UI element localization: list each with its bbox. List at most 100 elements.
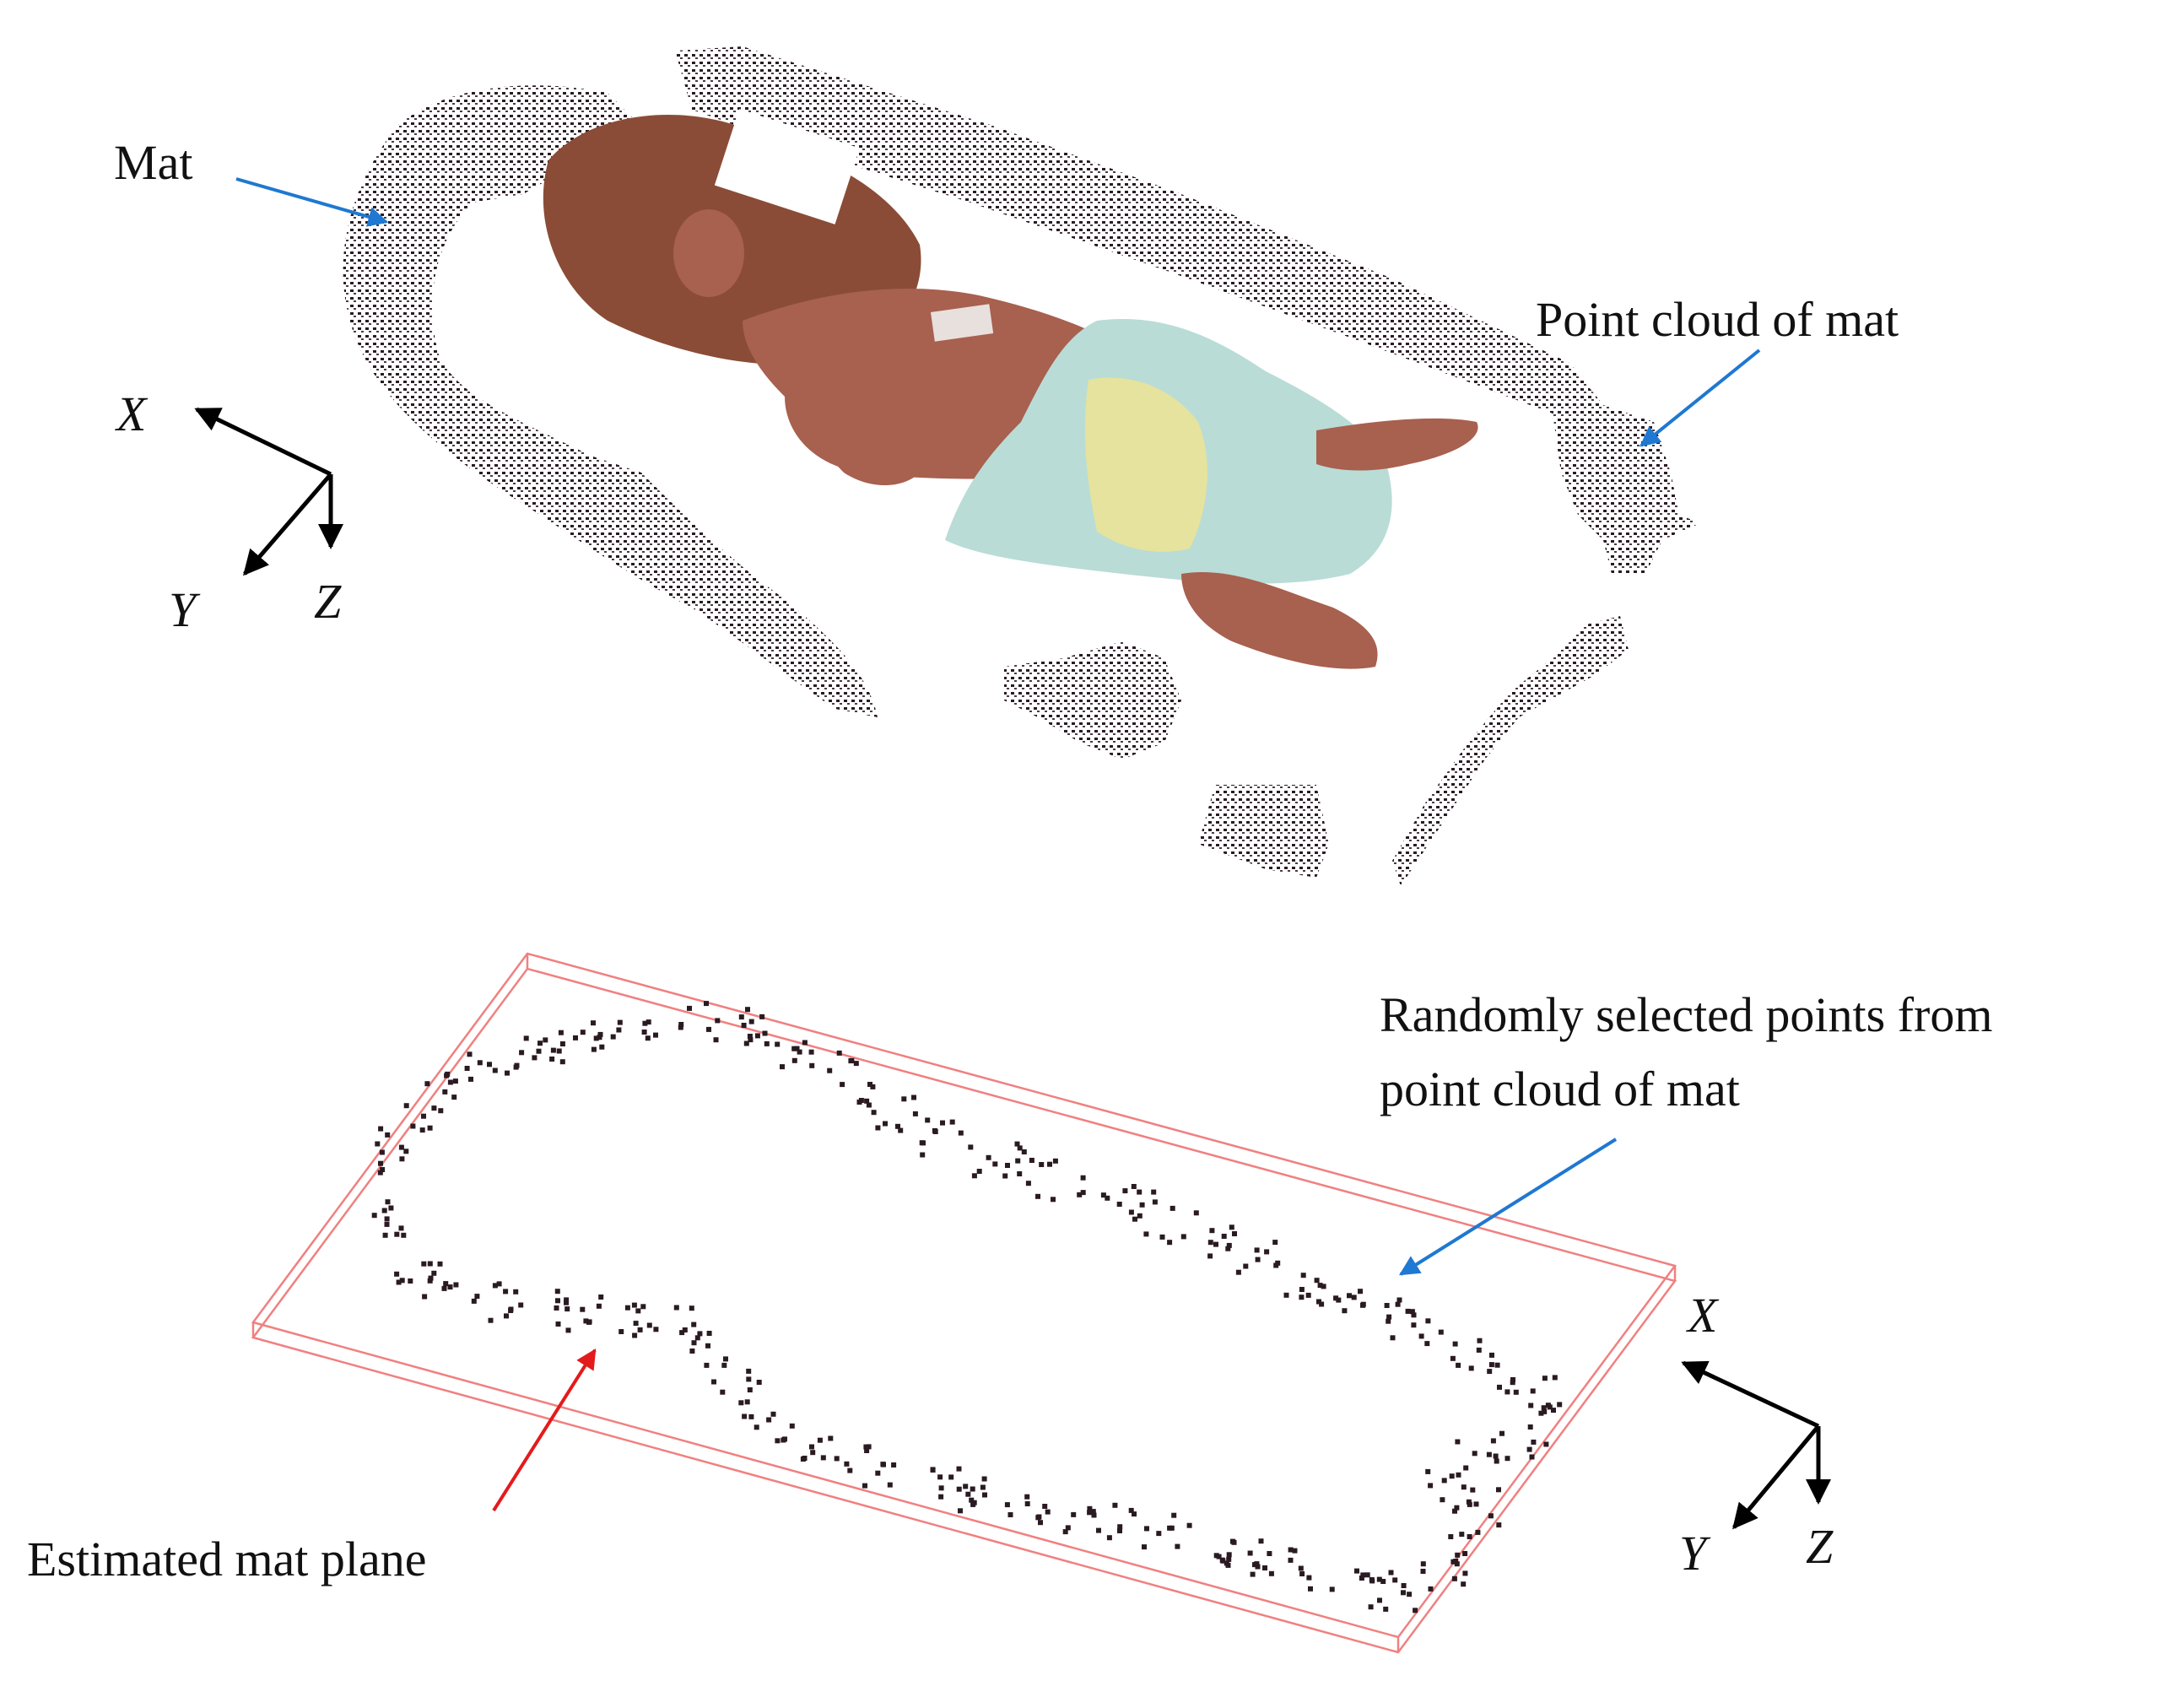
sampled-point [1530, 1388, 1536, 1394]
estimated-plane-label: Estimated mat plane [27, 1532, 427, 1586]
sampled-point [780, 1064, 785, 1070]
sampled-point [637, 1327, 643, 1332]
sampled-point [554, 1305, 559, 1311]
sampled-point [437, 1261, 443, 1267]
sampled-point [1017, 1171, 1023, 1176]
sampled-point [1077, 1192, 1083, 1197]
sampled-point [1025, 1181, 1031, 1186]
sampled-point [398, 1144, 404, 1150]
sampled-point [632, 1332, 638, 1338]
infant-leg-lower [1181, 572, 1378, 669]
sampled-point [956, 1466, 962, 1472]
sampled-point [887, 1482, 893, 1488]
sampled-point [447, 1079, 453, 1085]
sampled-point [1538, 1410, 1544, 1416]
sampled-point [1557, 1402, 1563, 1408]
sampled-point [1450, 1559, 1456, 1565]
sampled-point [715, 1018, 721, 1024]
sampled-point [770, 1411, 776, 1417]
sampled-point [597, 1031, 603, 1037]
mat-cloud-bottom-patch [1198, 785, 1329, 878]
sampled-point [492, 1068, 498, 1073]
sampled-point [467, 1051, 473, 1057]
sampled-point [1002, 1173, 1008, 1179]
sampled-point [741, 1023, 747, 1028]
sampled-point [641, 1030, 647, 1035]
sampled-point [1376, 1576, 1382, 1582]
sampled-point [1488, 1513, 1494, 1519]
sampled-point [1090, 1509, 1096, 1515]
sampled-point [565, 1306, 570, 1312]
sampled-point [399, 1278, 405, 1284]
sampled-point [1159, 1234, 1165, 1240]
sampled-point [791, 1057, 797, 1063]
random-points-label-line2: point cloud of mat [1380, 1062, 1740, 1116]
sampled-point [1116, 1202, 1122, 1207]
sampled-point [1137, 1213, 1143, 1219]
sampled-point [598, 1295, 604, 1300]
sampled-point [1466, 1499, 1472, 1505]
sampled-point [746, 1368, 752, 1374]
sampled-point [549, 1057, 555, 1062]
sampled-point [1021, 1149, 1027, 1154]
sampled-point [809, 1444, 814, 1450]
sampled-point [633, 1321, 639, 1327]
sampled-point [1420, 1569, 1426, 1574]
sampled-point [1450, 1355, 1456, 1361]
sampled-point [691, 1322, 697, 1327]
sampled-point [596, 1303, 602, 1309]
sampled-point [802, 1040, 808, 1046]
sampled-point [901, 1096, 907, 1102]
sampled-point [403, 1149, 409, 1154]
sampled-point [1475, 1529, 1481, 1535]
sampled-point [1456, 1472, 1461, 1478]
sampled-point [1496, 1487, 1501, 1493]
sampled-point [1224, 1560, 1229, 1566]
sampled-point [388, 1205, 394, 1211]
sampled-point [421, 1261, 427, 1267]
sampled-point [764, 1040, 770, 1046]
sampled-point [421, 1113, 426, 1119]
sampled-point [1308, 1586, 1313, 1592]
sampled-point [1449, 1473, 1455, 1479]
sampled-point [1407, 1592, 1413, 1597]
sampled-point [1497, 1384, 1502, 1390]
sampled-point [858, 1098, 864, 1103]
sampled-point [809, 1062, 815, 1068]
sampled-point [384, 1221, 390, 1227]
sampled-point [441, 1285, 447, 1291]
sampled-point [1333, 1295, 1339, 1301]
sampled-point [1065, 1525, 1071, 1531]
sampled-point [678, 1024, 683, 1030]
sampled-point [385, 1199, 391, 1205]
sampled-point [1386, 1314, 1392, 1320]
sampled-point [645, 1035, 651, 1041]
sampled-point [968, 1144, 974, 1150]
sampled-point [1364, 1572, 1370, 1578]
sampled-point [443, 1281, 449, 1287]
sampled-point [682, 1327, 688, 1332]
sampled-point [756, 1380, 762, 1385]
sampled-point [1319, 1301, 1325, 1307]
sampled-point [1504, 1456, 1510, 1462]
sampled-point [1440, 1497, 1445, 1503]
sampled-point [1255, 1257, 1261, 1262]
sampled-point [646, 1322, 652, 1328]
sampled-point [679, 1330, 685, 1336]
sampled-point [1047, 1161, 1052, 1167]
sampled-point [1051, 1197, 1056, 1203]
sampled-point [631, 1302, 637, 1308]
sampled-point [775, 1041, 781, 1047]
sampled-point [583, 1318, 589, 1324]
sampled-point [1420, 1561, 1426, 1567]
sampled-point [1207, 1240, 1213, 1246]
sampled-point [487, 1062, 492, 1068]
sampled-point [744, 1399, 750, 1405]
sampled-point [646, 1019, 651, 1025]
sampled-point [794, 1046, 800, 1051]
sampled-point [938, 1494, 944, 1500]
sampled-point [1526, 1446, 1532, 1452]
sampled-point [745, 1007, 750, 1013]
sampled-point [748, 1019, 754, 1024]
sampled-point [949, 1119, 955, 1125]
